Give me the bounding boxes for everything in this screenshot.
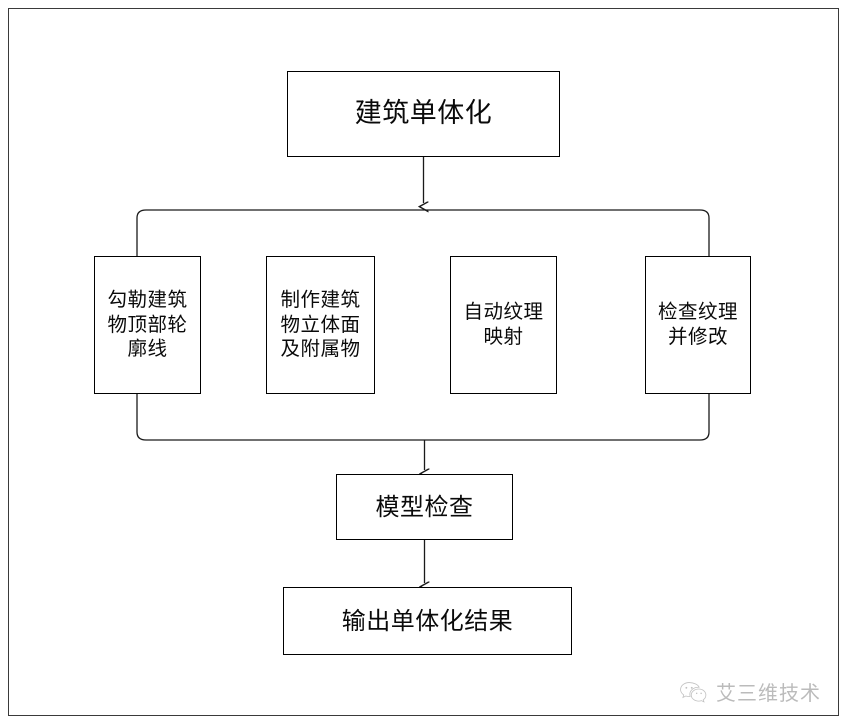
node-label: 自动纹理 映射 bbox=[463, 300, 544, 348]
node-building-singulation[interactable]: 建筑单体化 bbox=[287, 71, 560, 157]
node-label: 模型检查 bbox=[375, 492, 474, 521]
node-label: 勾勒建筑 物顶部轮 廓线 bbox=[107, 288, 188, 361]
node-model-inspection[interactable]: 模型检查 bbox=[336, 474, 513, 540]
edge-fanin-bus bbox=[136, 394, 710, 441]
node-outline-roof[interactable]: 勾勒建筑 物顶部轮 廓线 bbox=[94, 256, 201, 394]
node-label: 检查纹理 并修改 bbox=[657, 300, 738, 348]
node-label: 制作建筑 物立体面 及附属物 bbox=[280, 288, 361, 361]
node-check-texture-edit[interactable]: 检查纹理 并修改 bbox=[645, 256, 751, 394]
edge-fanout-bus bbox=[136, 209, 710, 256]
node-auto-texture-mapping[interactable]: 自动纹理 映射 bbox=[450, 256, 557, 394]
node-output-result[interactable]: 输出单体化结果 bbox=[283, 587, 572, 655]
node-label: 输出单体化结果 bbox=[341, 606, 514, 635]
node-label: 建筑单体化 bbox=[354, 97, 493, 129]
node-build-facade[interactable]: 制作建筑 物立体面 及附属物 bbox=[266, 256, 375, 394]
